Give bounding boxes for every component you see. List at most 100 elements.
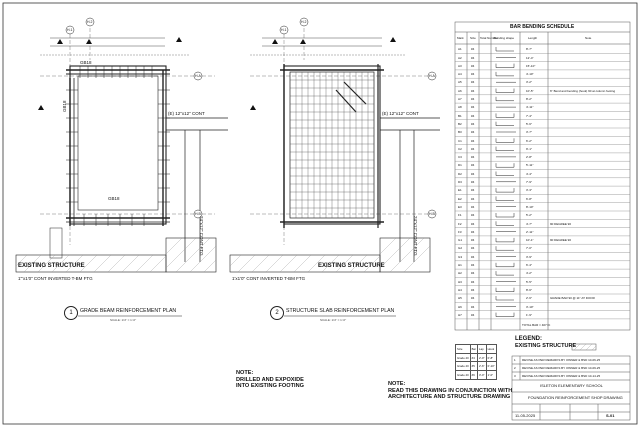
schedule-length: 10'-5" bbox=[526, 88, 534, 93]
schedule-size: #4 bbox=[471, 130, 475, 135]
schedule-mark: A1 bbox=[458, 47, 462, 52]
beam-label: GB18 bbox=[62, 100, 67, 112]
bending-shape bbox=[495, 138, 515, 143]
schedule-size: #4 bbox=[471, 271, 475, 276]
schedule-mark: C3 bbox=[458, 155, 462, 160]
schedule-mark: D1 bbox=[458, 163, 462, 168]
bending-shape bbox=[495, 246, 514, 251]
schedule-mark: H2 bbox=[458, 271, 462, 276]
schedule-length: 15'-10" bbox=[526, 63, 536, 68]
schedule-header: Bending shape bbox=[494, 36, 515, 40]
bending-shape bbox=[495, 71, 514, 77]
schedule-length: 6'-4" bbox=[526, 263, 532, 267]
revision-text: REVISE AS PER REMARKS BY OWNER & BSD 10-… bbox=[522, 365, 601, 370]
schedule-length: 1'-9" bbox=[526, 312, 532, 317]
bending-shape bbox=[495, 163, 515, 168]
bending-shape bbox=[495, 121, 514, 126]
schedule-size: #4 bbox=[471, 296, 475, 301]
plan-title: GRADE BEAM REINFORCEMENT PLAN bbox=[80, 308, 177, 314]
schedule-mark: E3 bbox=[458, 204, 462, 209]
schedule-mark: B1 bbox=[458, 113, 462, 118]
schedule-size: #4 bbox=[471, 204, 475, 209]
note-heading: NOTE: bbox=[388, 381, 406, 387]
schedule-length: 8'-7" bbox=[526, 47, 532, 52]
bending-shape bbox=[495, 271, 514, 276]
schedule-mark: A6 bbox=[458, 88, 462, 93]
bending-shape bbox=[495, 296, 514, 301]
schedule-size: #4 bbox=[471, 63, 475, 68]
bending-shape bbox=[495, 213, 515, 218]
schedule-size: #4 bbox=[471, 171, 475, 176]
schedule-size: #4 bbox=[471, 105, 475, 110]
schedule-size: #4 bbox=[471, 88, 475, 93]
plan-title: STRUCTURE SLAB REINFORCEMENT PLAN bbox=[286, 308, 395, 314]
project-name: ISLETON ELEMENTARY SCHOOL bbox=[540, 383, 603, 388]
schedule-size: #4 bbox=[471, 254, 475, 259]
legend-item: EXISTING STRUCTURE bbox=[515, 343, 577, 349]
note-drilled: NOTE: DRILLED AND EXPOXIDE INTO EXISTING… bbox=[236, 370, 304, 390]
schedule-mark: A3 bbox=[458, 63, 462, 68]
schedule-mark: A4 bbox=[458, 72, 462, 77]
footing-label-right: (E) 12"x12" CONT bbox=[382, 111, 419, 116]
schedule-size: #4 bbox=[471, 155, 475, 160]
schedule-length: 12'-4" bbox=[526, 55, 534, 60]
footing-label-bottom: 1'x1'0" CONT INVERTED T-BM FTG bbox=[232, 276, 306, 281]
schedule-size: #4 bbox=[471, 72, 475, 77]
schedule-size: #4 bbox=[471, 80, 475, 85]
schedule-size: #4 bbox=[471, 263, 475, 267]
schedule-note: 90 DEGREE 90 bbox=[550, 221, 572, 226]
grid-tag: H.2 bbox=[87, 20, 93, 24]
schedule-mark: H4 bbox=[458, 287, 462, 292]
bending-shape bbox=[495, 312, 515, 317]
grid-tag: H.B bbox=[429, 212, 435, 216]
schedule-mark: H3 bbox=[458, 279, 462, 284]
schedule-length: 6'-8" bbox=[526, 196, 532, 201]
beam-label: GB18 bbox=[80, 60, 92, 65]
schedule-size: #4 bbox=[471, 138, 475, 143]
schedule-size: #4 bbox=[471, 47, 475, 52]
bending-shape bbox=[495, 188, 515, 193]
lap-cell: Grade 40 bbox=[455, 370, 471, 380]
lap-cell: Grade 40 bbox=[455, 352, 471, 363]
schedule-size: #4 bbox=[471, 221, 475, 226]
schedule-mark: D2 bbox=[458, 171, 462, 176]
bending-shape bbox=[495, 171, 514, 176]
grid-tag: H.A bbox=[195, 74, 201, 78]
bending-shape bbox=[495, 63, 515, 68]
revision-number: 2 bbox=[514, 365, 516, 370]
schedule-length: 7'-4" bbox=[526, 113, 532, 118]
lap-header-cell: Size bbox=[455, 344, 471, 354]
schedule-length: 5'-2" bbox=[526, 213, 532, 218]
footing-label-vertical: 24"x12" CONT FTG bbox=[413, 216, 418, 256]
revision-text: REVISE AS PER REMARKS BY OWNER & BSD 10-… bbox=[522, 373, 601, 378]
note-line: INTO EXISTING FOOTING bbox=[236, 383, 304, 390]
schedule-length: 8'-6" bbox=[526, 287, 532, 292]
plan2-linework bbox=[229, 28, 440, 273]
revision-text: REVISE AS PER REMARKS BY OWNER & BSD 10-… bbox=[522, 357, 601, 362]
schedule-size: #4 bbox=[471, 146, 475, 151]
schedule-length: 10'-1" bbox=[526, 238, 534, 243]
lap-cell: Grade 40 bbox=[455, 361, 471, 372]
schedule-length: 2'-6" bbox=[526, 296, 532, 301]
schedule-length: 4'-10" bbox=[526, 72, 534, 77]
schedule-mark: H5 bbox=[458, 296, 462, 301]
schedule-header: Mark bbox=[457, 36, 464, 40]
schedule-mark: E1 bbox=[458, 188, 462, 193]
lap-cell: #5 bbox=[469, 361, 479, 372]
schedule-length: 5'-5" bbox=[526, 279, 532, 284]
lap-header-cell: Bar bbox=[469, 344, 479, 354]
bending-shape bbox=[495, 113, 515, 118]
lap-cell: #6 bbox=[469, 370, 479, 380]
schedule-title: BAR BENDING SCHEDULE bbox=[510, 24, 575, 30]
beam-label: GB18 bbox=[108, 196, 120, 201]
bending-shape bbox=[495, 262, 515, 268]
schedule-size: #4 bbox=[471, 312, 475, 317]
grid-tag: H.1 bbox=[67, 28, 73, 32]
schedule-mark: B3 bbox=[458, 130, 462, 135]
schedule-length: 3'-3" bbox=[526, 188, 532, 193]
bending-shape bbox=[495, 221, 514, 226]
note-heading: NOTE: bbox=[236, 370, 254, 376]
